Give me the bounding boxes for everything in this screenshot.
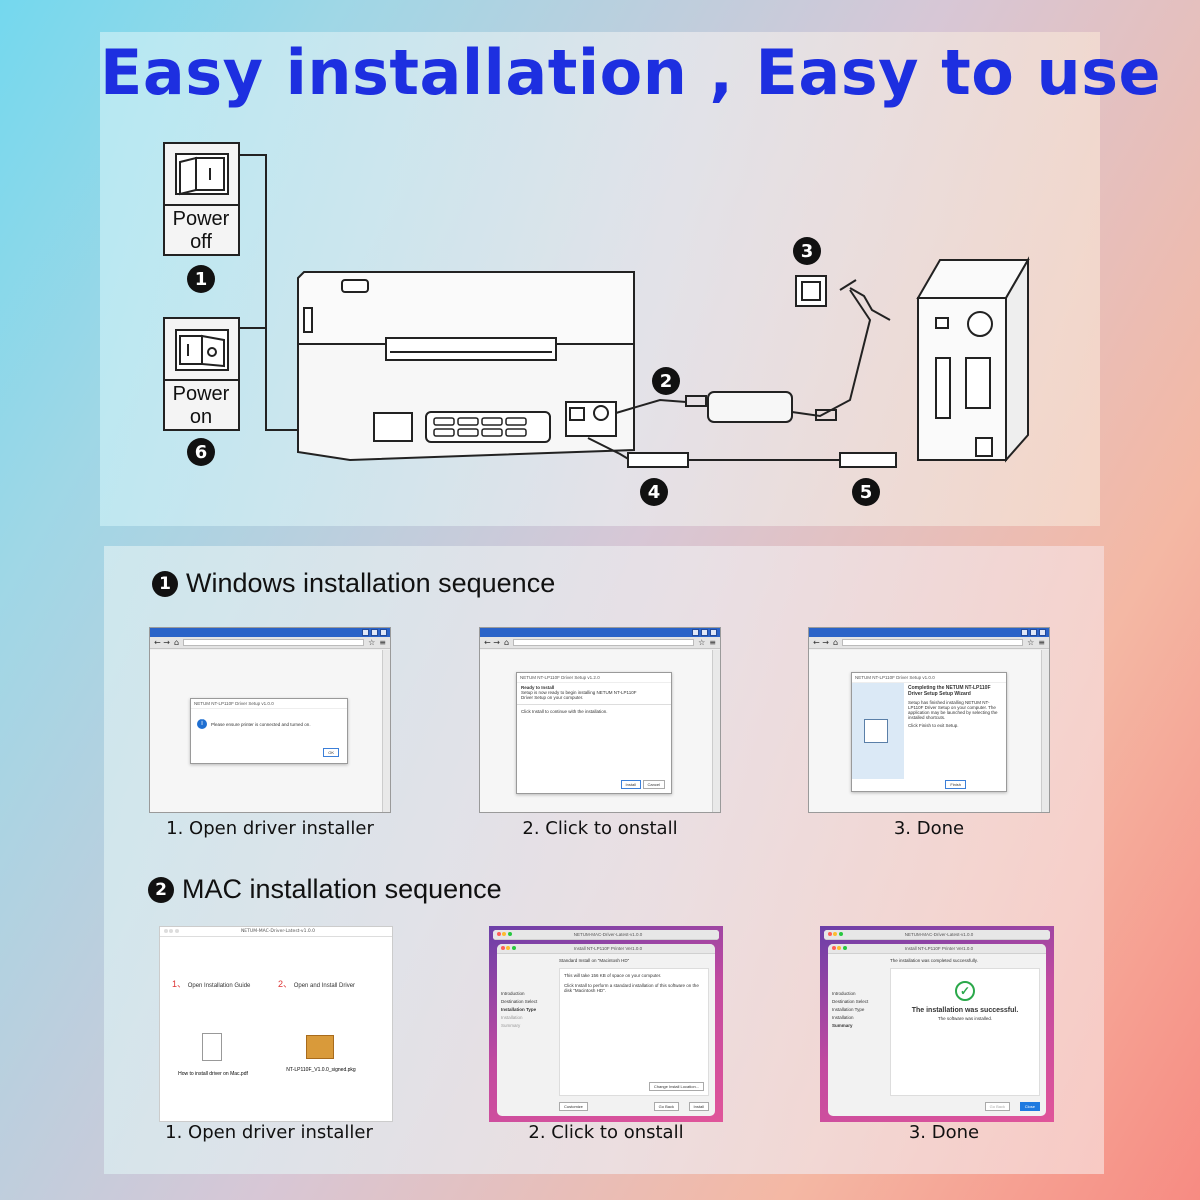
window-title: NETUM-MAC-Driver-Latest-v1.0.0 xyxy=(240,929,316,934)
customize-button[interactable]: Customize xyxy=(559,1102,588,1111)
step-3-number: 3 xyxy=(801,241,814,262)
power-on-label-line2: on xyxy=(190,406,212,428)
dialog-text: Setup is now ready to begin installing N… xyxy=(521,690,637,700)
installer-sidebar: Introduction Destination Select Installa… xyxy=(501,991,538,1028)
pkg-file-name: NT-LP110F_V1.0.0_signed.pkg xyxy=(286,1067,356,1073)
headline: Easy installation , Easy to use xyxy=(100,36,1162,109)
windows-step1-dialog: NETUM NT-LP110F Driver Setup v1.0.0 i Pl… xyxy=(190,698,348,764)
box-illustration-icon xyxy=(852,683,904,779)
mac-section-title: 2 MAC installation sequence xyxy=(148,874,502,905)
cancel-button[interactable]: Cancel xyxy=(642,780,665,789)
windows-bullet: 1 xyxy=(152,570,178,597)
go-back-button[interactable]: Go Back xyxy=(653,1102,679,1111)
computer-tower-icon xyxy=(916,256,1030,463)
installer-title: Install NT-LP110F Printer Ver1.0.0 xyxy=(904,946,974,951)
windows-step3-screenshot: ← →⌂☆≡ NETUM NT-LP110F Driver Setup v1.0… xyxy=(808,627,1050,813)
setup-diagram: 1 2 3 4 5 6 Power off Power on xyxy=(163,142,1030,506)
power-adapter-icon xyxy=(615,289,872,423)
mac-step1-screenshot: NETUM-MAC-Driver-Latest-v1.0.0 1、 Open I… xyxy=(159,926,393,1122)
finder-title: NETUM-MAC-Driver-Latest-v1.0.0 xyxy=(573,932,643,937)
window-controls[interactable] xyxy=(164,928,179,935)
dialog-heading: Completing the NETUM NT-LP110F Driver Se… xyxy=(908,685,991,697)
go-back-button[interactable]: Go Back xyxy=(984,1102,1010,1111)
installer-subtitle: Standard Install on "Macintosh HD" xyxy=(559,958,630,963)
installer-window: Install NT-LP110F Printer Ver1.0.0 The i… xyxy=(828,944,1046,1116)
dialog-text2: Click Install to continue with the insta… xyxy=(521,709,608,714)
success-text: The software was installed. xyxy=(937,1016,993,1021)
windows-step2-dialog: NETUM NT-LP110F Driver Setup v1.2.0 Read… xyxy=(516,672,672,794)
mac-step1-caption: 1. Open driver installer xyxy=(165,1122,373,1143)
step-4-number: 4 xyxy=(648,482,661,503)
power-on-label-line1: Power xyxy=(173,383,230,405)
windows-step3-dialog: NETUM NT-LP110F Driver Setup v1.0.0 Comp… xyxy=(851,672,1007,792)
windows-title-text: Windows installation sequence xyxy=(186,568,556,598)
step-6-number: 6 xyxy=(195,442,208,463)
power-off-label-line2: off xyxy=(190,231,212,253)
printer-illustration xyxy=(297,271,635,462)
windows-step1-screenshot: ← →⌂☆≡ NETUM NT-LP110F Driver Setup v1.0… xyxy=(149,627,391,813)
success-check-icon: ✓ xyxy=(955,981,975,1001)
installer-window: Install NT-LP110F Printer Ver1.0.0 Stand… xyxy=(497,944,715,1116)
change-location-button[interactable]: Change Install Location... xyxy=(648,1082,704,1091)
install-button[interactable]: Install xyxy=(688,1102,709,1111)
install-text: Click Install to perform a standard inst… xyxy=(564,983,699,993)
install-button[interactable]: Install xyxy=(620,780,641,789)
mac-step2-screenshot: NETUM-MAC-Driver-Latest-v1.0.0 Install N… xyxy=(489,926,723,1122)
dialog-heading: Ready to Install xyxy=(521,685,555,690)
installer-sidebar: Introduction Destination Select Installa… xyxy=(832,991,869,1028)
mac-step3-caption: 3. Done xyxy=(908,1122,980,1143)
ok-button[interactable]: OK xyxy=(323,748,339,757)
dialog-title: NETUM NT-LP110F Driver Setup v1.0.0 xyxy=(852,673,1006,683)
option-install-driver[interactable]: 2、 Open and Install Driver xyxy=(278,979,356,989)
windows-step2-caption: 2. Click to onstall xyxy=(522,818,678,839)
dialog-text2: Click Finish to exit Setup. xyxy=(908,723,959,728)
dialog-message: Please ensure printer is connected and t… xyxy=(211,721,311,727)
info-icon: i xyxy=(197,719,207,729)
installer-subtitle: The installation was completed successfu… xyxy=(890,958,978,963)
dialog-title: NETUM NT-LP110F Driver Setup v1.0.0 xyxy=(191,699,347,709)
mac-title-text: MAC installation sequence xyxy=(182,874,502,904)
finder-title: NETUM-MAC-Driver-Latest-v1.0.0 xyxy=(904,932,974,937)
power-off-label-line1: Power xyxy=(173,208,230,230)
usb-cable-icon xyxy=(587,437,897,468)
windows-section-title: 1 Windows installation sequence xyxy=(152,568,555,599)
power-off-switch-icon xyxy=(163,142,240,256)
installer-title: Install NT-LP110F Printer Ver1.0.0 xyxy=(573,946,643,951)
mac-step3-screenshot: NETUM-MAC-Driver-Latest-v1.0.0 Install N… xyxy=(820,926,1054,1122)
pdf-file-name: How to install driver on Mac.pdf xyxy=(178,1071,248,1077)
space-text: This will take 156 KB of space on your c… xyxy=(564,973,662,978)
step-circles xyxy=(187,237,880,506)
windows-step2-screenshot: ← →⌂☆≡ NETUM NT-LP110F Driver Setup v1.2… xyxy=(479,627,721,813)
windows-step3-caption: 3. Done xyxy=(893,818,965,839)
dialog-text: Setup has finished installing NETUM NT-L… xyxy=(908,700,998,720)
step-5-number: 5 xyxy=(860,482,873,503)
success-heading: The installation was successful. xyxy=(911,1007,1019,1014)
step-1-number: 1 xyxy=(195,269,208,290)
finish-button[interactable]: Finish xyxy=(945,780,966,789)
option-open-guide[interactable]: 1、 Open Installation Guide xyxy=(172,979,251,989)
step-2-number: 2 xyxy=(660,371,673,392)
pdf-file-icon[interactable] xyxy=(202,1033,222,1061)
power-on-switch-icon xyxy=(163,317,240,431)
package-icon[interactable] xyxy=(306,1035,334,1059)
windows-step1-caption: 1. Open driver installer xyxy=(166,818,374,839)
mac-bullet: 2 xyxy=(148,876,174,903)
dialog-title: NETUM NT-LP110F Driver Setup v1.2.0 xyxy=(517,673,671,683)
mac-step2-caption: 2. Click to onstall xyxy=(528,1122,684,1143)
wall-socket-icon xyxy=(795,275,891,321)
close-button[interactable]: Close xyxy=(1019,1102,1040,1111)
